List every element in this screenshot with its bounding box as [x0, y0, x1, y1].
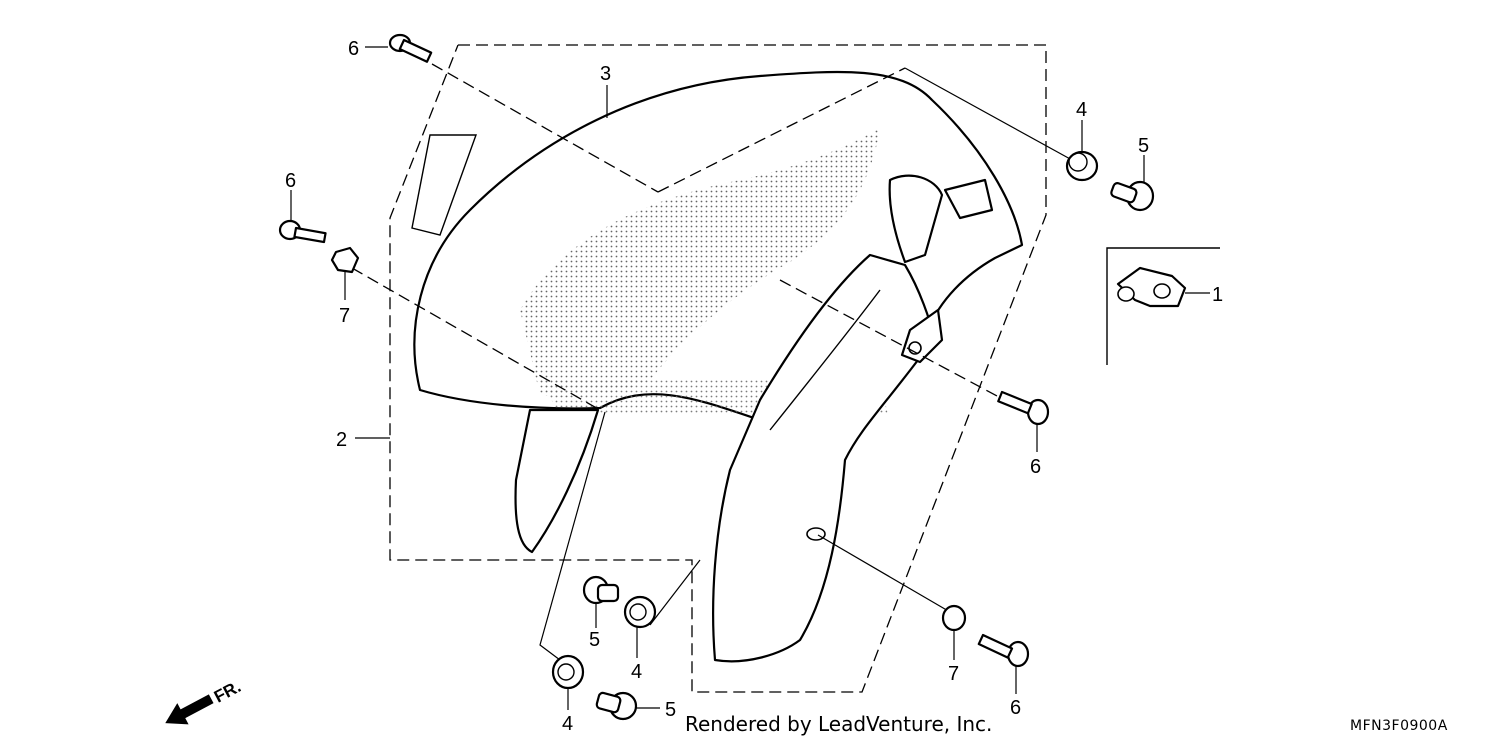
bolt-6-bottom [977, 633, 1030, 668]
callout-3: 3 [600, 63, 611, 85]
align-line [431, 63, 659, 193]
front-direction-label: FR. [211, 677, 244, 707]
fender-mount-tab [888, 174, 944, 264]
align-line [904, 67, 1073, 161]
collar-5-bottom [595, 691, 638, 721]
nut-7-left [330, 246, 360, 274]
callout-2: 2 [336, 429, 347, 451]
collar-5-bottom-left [582, 575, 620, 605]
callout-5-bottom-left: 5 [589, 629, 600, 651]
collar-5-top [1110, 180, 1155, 212]
inset-frame [1106, 247, 1220, 365]
callout-7-bottom: 7 [948, 663, 959, 685]
callout-6-top: 6 [348, 38, 359, 60]
washer-7-bottom [941, 604, 967, 632]
fender-right-leg [712, 253, 937, 663]
align-line [657, 67, 906, 193]
align-line [779, 279, 1013, 405]
callout-1: 1 [1212, 284, 1223, 306]
callout-6-bottom: 6 [1010, 697, 1021, 719]
callout-5-bottom: 5 [665, 699, 676, 721]
bracket-part-1 [1116, 266, 1187, 308]
grommet-4-bottom [551, 654, 585, 690]
align-line [539, 411, 606, 661]
align-line [649, 559, 701, 626]
fender-pad [943, 178, 994, 220]
grommet-4-middle [623, 595, 657, 629]
diagram-code: MFN3F0900A [1350, 718, 1448, 734]
callout-5-top: 5 [1138, 135, 1149, 157]
callout-4-bottom: 4 [562, 713, 573, 735]
align-line [817, 534, 951, 613]
callout-6-left: 6 [285, 170, 296, 192]
front-direction-arrow: FR. [165, 677, 244, 725]
sticker-patch [411, 134, 477, 236]
align-line [351, 267, 601, 411]
grommet-4-top [1065, 150, 1099, 182]
callout-7-left: 7 [339, 305, 350, 327]
wing-decal [520, 128, 880, 397]
bolt-6-top [388, 33, 433, 63]
bolt-6-left [278, 219, 327, 244]
callout-4-middle: 4 [631, 661, 642, 683]
render-credit: Rendered by LeadVenture, Inc. [685, 712, 993, 736]
fender-right-leg-edge [769, 289, 881, 431]
bolt-6-right [997, 390, 1050, 426]
fender-left-leg [514, 408, 600, 554]
callout-4-top: 4 [1076, 99, 1087, 121]
callout-6-right: 6 [1030, 456, 1041, 478]
